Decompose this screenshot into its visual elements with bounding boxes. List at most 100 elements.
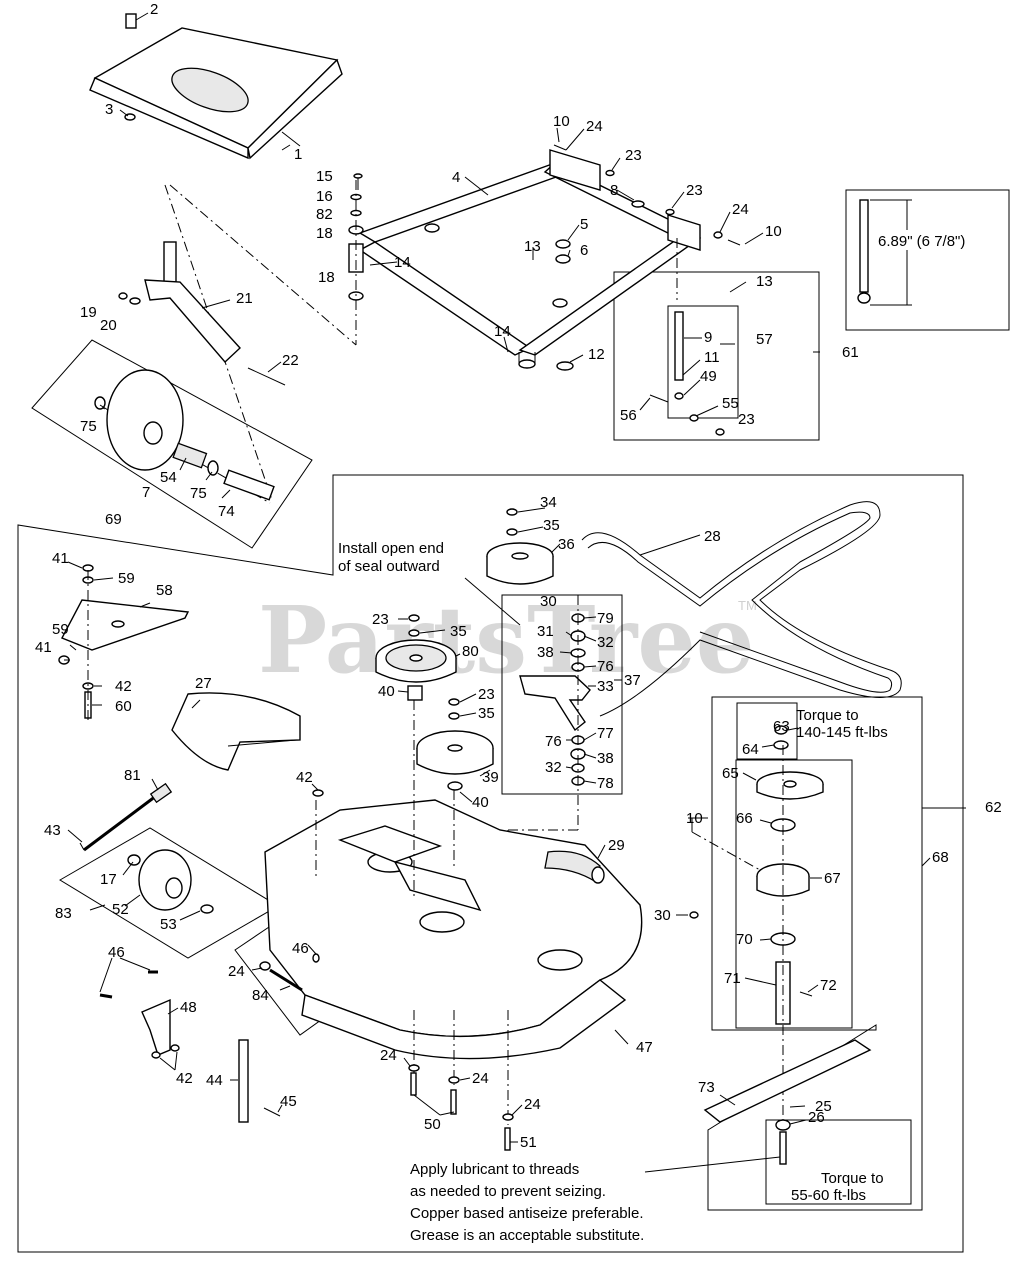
callout-81: 81: [124, 767, 141, 784]
callout-30: 30: [654, 907, 671, 924]
callout-28: 28: [704, 528, 721, 545]
callout-19: 19: [80, 304, 97, 321]
callout-69: 69: [105, 511, 122, 528]
frame-rail-left: [358, 241, 532, 356]
deck-group-outline: [17, 474, 964, 1253]
callout-75: 75: [80, 418, 97, 435]
callout-49: 49: [700, 368, 717, 385]
note-torque-top-line2: 140-145 ft-lbs: [796, 724, 888, 741]
chute-27: [171, 692, 301, 771]
callout-39: 39: [482, 769, 499, 786]
callout-4: 4: [452, 169, 460, 186]
callout-30: 30: [540, 593, 557, 610]
top-cover: [89, 13, 343, 160]
callout-67: 67: [824, 870, 841, 887]
height-pin: [649, 199, 912, 436]
spindle: [691, 725, 824, 1130]
idler-arm-group-outline: [501, 594, 623, 795]
callout-44: 44: [206, 1072, 223, 1089]
callout-labels: 2 1 3 10 24 23 4 15 16 82 18 8 23 24 10 …: [35, 1, 1002, 1151]
pin-9: [674, 311, 684, 381]
callout-20: 20: [100, 317, 117, 334]
callout-13: 13: [524, 238, 541, 255]
callout-38: 38: [597, 750, 614, 767]
note-dimension: 6.89" (6 7/8"): [878, 233, 965, 250]
baffle-58: [61, 599, 190, 651]
callout-32: 32: [597, 634, 614, 651]
callout-42: 42: [115, 678, 132, 695]
note-torque-bottom-line2: 55-60 ft-lbs: [791, 1187, 866, 1204]
callout-24: 24: [380, 1047, 397, 1064]
callout-53: 53: [160, 916, 177, 933]
callout-35: 35: [450, 623, 467, 640]
callout-14: 14: [494, 323, 511, 340]
blade-73: [703, 1039, 872, 1123]
caster-fork: [118, 241, 286, 386]
callout-36: 36: [558, 536, 575, 553]
callout-72: 72: [820, 977, 837, 994]
callout-26: 26: [808, 1109, 825, 1126]
frame-rail-rear: [358, 162, 572, 243]
belt-28: [581, 501, 902, 717]
frame-bracket-front: [667, 214, 701, 251]
callout-7: 7: [142, 484, 150, 501]
callout-40: 40: [472, 794, 489, 811]
callout-23: 23: [372, 611, 389, 628]
callout-51: 51: [520, 1134, 537, 1151]
callout-47: 47: [636, 1039, 653, 1056]
baffle-plate: [58, 564, 190, 720]
leader-lines: [64, 12, 966, 1173]
anti-scalp-wheel: [127, 849, 303, 992]
discharge-chute: [171, 692, 301, 771]
callout-14: 14: [394, 254, 411, 271]
callout-9: 9: [704, 329, 712, 346]
callout-61: 61: [842, 344, 859, 361]
note-seal-line2: of seal outward: [338, 558, 440, 575]
callout-46: 46: [108, 944, 125, 961]
callout-50: 50: [424, 1116, 441, 1133]
callout-18: 18: [316, 225, 333, 242]
note-seal-line1: Install open end: [338, 540, 444, 557]
frame-hardware: [348, 144, 741, 371]
spring-29: [544, 850, 605, 884]
frame-post: [518, 359, 536, 369]
callout-76: 76: [597, 658, 614, 675]
callout-57: 57: [756, 331, 773, 348]
cover-logo: [171, 67, 249, 113]
callout-10: 10: [686, 810, 703, 827]
callout-32: 32: [545, 759, 562, 776]
callout-42: 42: [176, 1070, 193, 1087]
callout-24: 24: [732, 201, 749, 218]
callout-1: 1: [294, 146, 302, 163]
height-pin-group-outline: [613, 271, 820, 441]
callout-18: 18: [318, 269, 335, 286]
callout-24: 24: [472, 1070, 489, 1087]
callout-33: 33: [597, 678, 614, 695]
callout-83: 83: [55, 905, 72, 922]
main-frame: [358, 149, 702, 369]
notes: Install open end of seal outward Torque …: [338, 233, 965, 1244]
callout-10: 10: [553, 113, 570, 130]
caster-spindle: [163, 241, 177, 285]
callout-59: 59: [118, 570, 135, 587]
callout-34: 34: [540, 494, 557, 511]
blade-bolt-outline: [765, 1119, 912, 1205]
note-lube-line2: as needed to prevent seizing.: [410, 1183, 606, 1200]
callout-15: 15: [316, 168, 333, 185]
note-lube-line1: Apply lubricant to threads: [410, 1161, 579, 1178]
rods: [79, 782, 173, 852]
callout-74: 74: [218, 503, 235, 520]
callout-10: 10: [765, 223, 782, 240]
deck-bolts: [312, 817, 700, 1151]
frame-rail-front: [518, 229, 702, 356]
callout-60: 60: [115, 698, 132, 715]
dimension-box: [845, 189, 1010, 331]
bracket-48: [99, 970, 180, 1059]
callout-40: 40: [378, 683, 395, 700]
callout-43: 43: [44, 822, 61, 839]
callout-76: 76: [545, 733, 562, 750]
callout-3: 3: [105, 101, 113, 118]
watermark-tm: TM: [738, 598, 757, 613]
